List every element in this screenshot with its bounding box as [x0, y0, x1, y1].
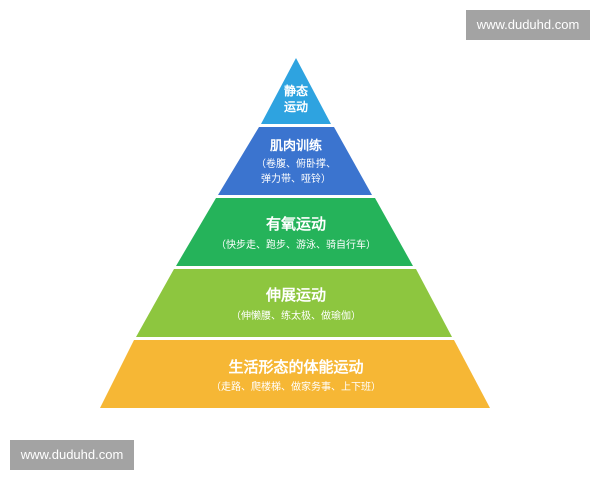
tier-muscle-title: 肌肉训练: [270, 138, 322, 154]
tier-static-title: 静态: [284, 83, 308, 98]
tier-aerobic: 有氧运动 （快步走、跑步、游泳、骑自行车）: [176, 198, 413, 266]
tier-aerobic-title: 有氧运动: [266, 215, 326, 233]
tier-stretching: 伸展运动 （伸懒腰、练太极、做瑜伽）: [136, 269, 452, 337]
tier-lifestyle-title: 生活形态的体能运动: [228, 358, 363, 376]
watermark-bottom: www.duduhd.com: [10, 440, 134, 470]
tier-stretching-shape: [136, 269, 452, 337]
tier-muscle-shape: [218, 127, 372, 195]
watermark-top: www.duduhd.com: [466, 10, 590, 40]
tier-static-exercise: 静态 运动: [261, 58, 331, 124]
tier-muscle-training: 肌肉训练 （卷腹、俯卧撑、 弹力带、哑铃）: [218, 127, 372, 195]
tier-lifestyle-shape: [100, 340, 490, 408]
tier-aerobic-sub: （快步走、跑步、游泳、骑自行车）: [216, 238, 376, 251]
tier-stretching-sub: （伸懒腰、练太极、做瑜伽）: [231, 309, 361, 322]
tier-static-shape: [261, 58, 331, 124]
tier-muscle-sub-line2: 弹力带、哑铃）: [261, 172, 331, 185]
tier-static-title-line2: 运动: [284, 100, 308, 114]
tier-stretching-title: 伸展运动: [265, 286, 326, 304]
tier-aerobic-shape: [176, 198, 413, 266]
tier-muscle-sub-line1: （卷腹、俯卧撑、: [256, 157, 336, 170]
tier-lifestyle-sub: （走路、爬楼梯、做家务事、上下班）: [211, 380, 381, 393]
tier-lifestyle: 生活形态的体能运动 （走路、爬楼梯、做家务事、上下班）: [100, 340, 490, 408]
